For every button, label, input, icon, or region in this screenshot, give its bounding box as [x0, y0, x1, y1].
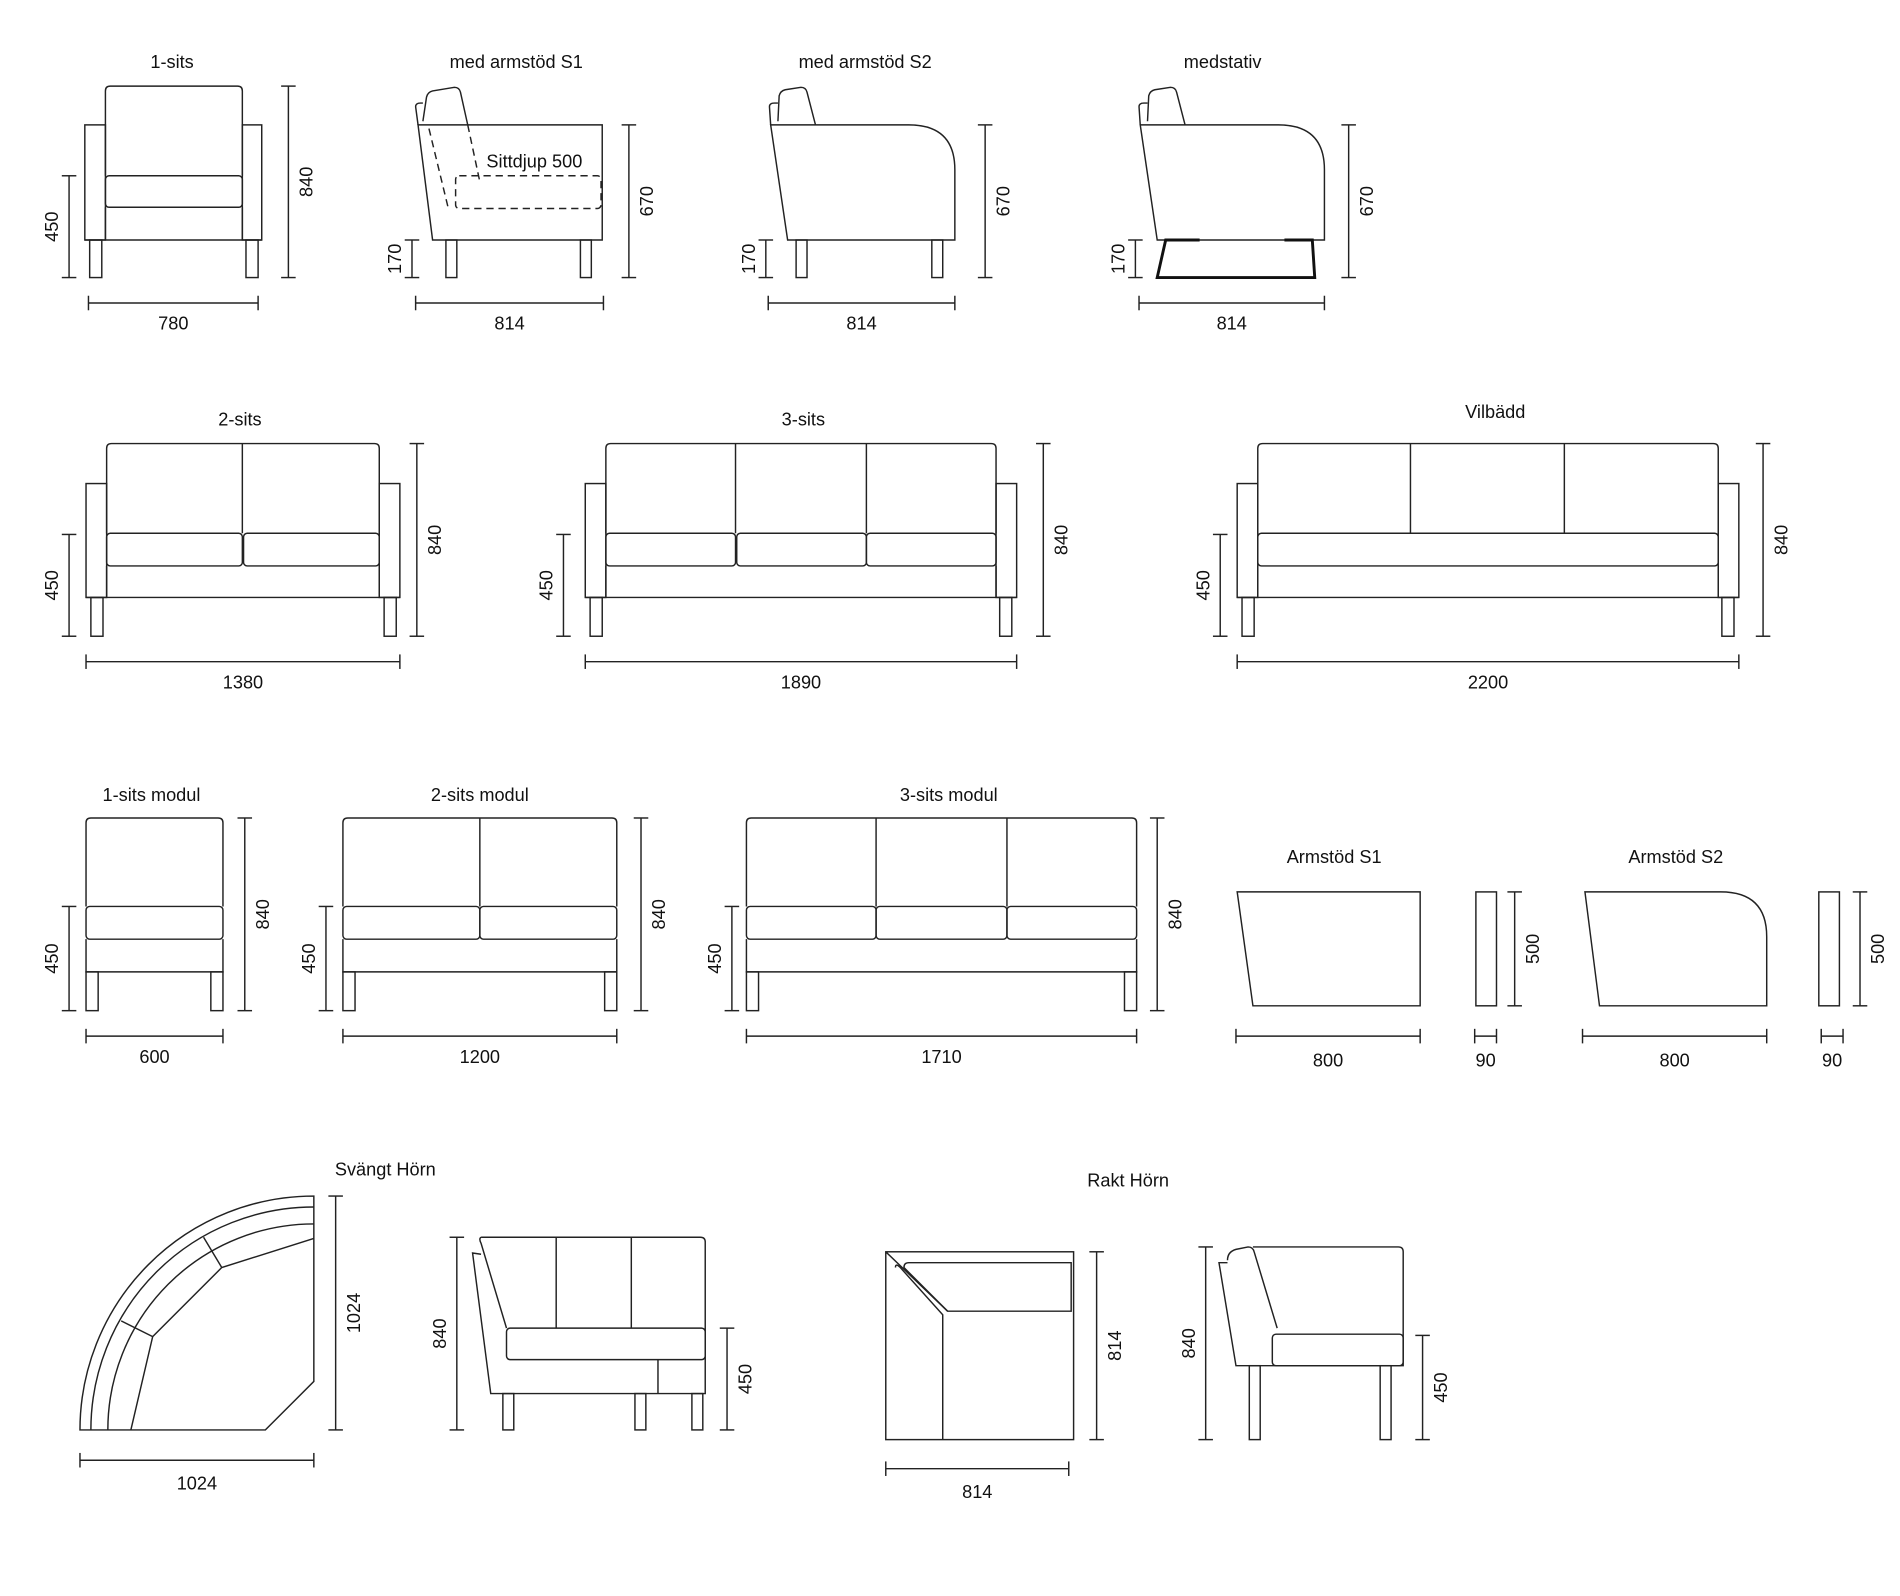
dimension-label: 840: [1771, 525, 1791, 555]
dimension-label: 450: [537, 570, 557, 600]
drawing-vilbadd: [1236, 442, 1740, 637]
dimension-label: 800: [1659, 1050, 1689, 1070]
dimension-label: 814: [1217, 314, 1247, 334]
title-1-sits-modul: 1-sits modul: [103, 785, 201, 805]
dimension-lines: 450 840 780 170 670 814 170 670 814 170 670 814 450 8…: [42, 85, 1888, 1502]
dimension-label: 500: [1523, 934, 1543, 964]
title-svangt-horn: Svängt Hörn: [335, 1159, 436, 1179]
drawing-med-armstod-s1: [414, 86, 603, 279]
drawing-armstod-s1: [1236, 891, 1498, 1007]
dimension-label: 670: [993, 186, 1013, 216]
drawing-armstod-s2: [1584, 891, 1841, 1007]
dimension-label: 450: [705, 943, 725, 973]
title-2-sits: 2-sits: [218, 409, 261, 429]
dimension-label: 450: [42, 212, 62, 242]
title-2-sits-modul: 2-sits modul: [431, 785, 529, 805]
dimension-label: 170: [1108, 244, 1128, 274]
drawing-3-sits: [584, 442, 1018, 637]
dimension-label: 840: [430, 1318, 450, 1348]
dimension-label: 814: [494, 314, 524, 334]
title-med-armstod-s2: med armstöd S2: [799, 52, 932, 72]
drawing-1-sits: [84, 85, 263, 279]
dimension-label: 814: [1105, 1331, 1125, 1361]
dimension-label: 90: [1822, 1050, 1842, 1070]
title-med-armstod-s1: med armstöd S1: [450, 52, 583, 72]
drawing-svangt-horn-side: [471, 1236, 706, 1431]
drawing-svangt-horn-top: [79, 1195, 315, 1431]
dimension-label: 450: [735, 1364, 755, 1394]
dimension-label: 450: [1431, 1372, 1451, 1402]
drawing-rakt-horn-top: [885, 1251, 1075, 1441]
dimension-label: 800: [1313, 1050, 1343, 1070]
dimension-label: 450: [42, 943, 62, 973]
dimension-label: 840: [297, 167, 317, 197]
dimension-label: 1890: [781, 672, 821, 692]
sittdjup-annotation: Sittdjup 500: [486, 151, 582, 171]
dimension-label: 170: [739, 244, 759, 274]
dimension-label: 1024: [344, 1293, 364, 1333]
dimension-label: 840: [425, 525, 445, 555]
drawing-2-sits-modul: [342, 817, 618, 1012]
title-armstod-s1: Armstöd S1: [1287, 847, 1382, 867]
title-rakt-horn: Rakt Hörn: [1087, 1170, 1169, 1190]
drawing-3-sits-modul: [745, 817, 1138, 1012]
dimension-label: 780: [158, 314, 188, 334]
dimension-label: 840: [1052, 525, 1072, 555]
dimension-label: 2200: [1468, 672, 1508, 692]
dimension-label: 1380: [223, 672, 263, 692]
dimension-label: 1024: [177, 1473, 217, 1493]
dimension-label: 450: [299, 943, 319, 973]
dimension-label: 814: [962, 1482, 992, 1502]
dimension-label: 1200: [460, 1047, 500, 1067]
title-medstativ: medstativ: [1184, 52, 1263, 72]
dimension-label: 90: [1475, 1050, 1495, 1070]
dimension-label: 814: [846, 314, 876, 334]
dimension-label: 840: [253, 899, 273, 929]
title-armstod-s2: Armstöd S2: [1628, 847, 1723, 867]
drawing-med-armstod-s2: [768, 86, 956, 279]
dimension-label: 840: [649, 899, 669, 929]
title-3-sits: 3-sits: [782, 409, 825, 429]
dimension-label: 1710: [921, 1047, 961, 1067]
dimension-label: 840: [1179, 1328, 1199, 1358]
dimension-label: 670: [637, 186, 657, 216]
drawing-medstativ: [1138, 86, 1326, 280]
dimension-label: 670: [1357, 186, 1377, 216]
drawing-rakt-horn-side: [1218, 1246, 1404, 1441]
drawing-2-sits: [85, 442, 401, 637]
title-vilbadd: Vilbädd: [1465, 402, 1525, 422]
dimension-label: 500: [1868, 934, 1888, 964]
dimension-label: 170: [385, 244, 405, 274]
title-1-sits: 1-sits: [150, 52, 193, 72]
dimension-label: 450: [42, 570, 62, 600]
drawing-1-sits-modul: [85, 817, 224, 1012]
dimension-label: 450: [1193, 570, 1213, 600]
dimension-label: 840: [1165, 899, 1185, 929]
title-3-sits-modul: 3-sits modul: [900, 785, 998, 805]
dimension-label: 600: [139, 1047, 169, 1067]
